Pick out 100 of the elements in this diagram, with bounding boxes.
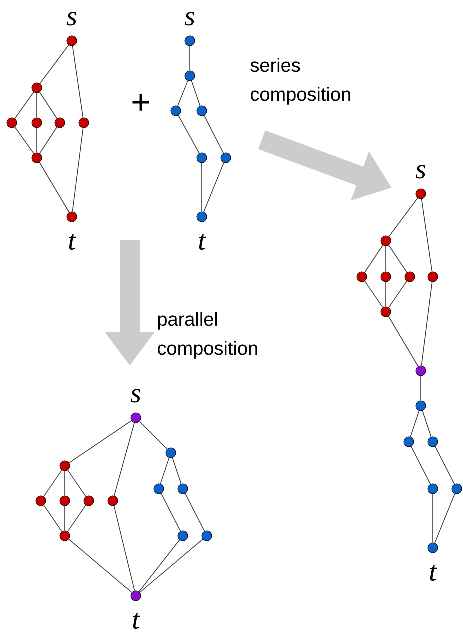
graph-edge — [410, 410, 420, 438]
graph-edge — [36, 92, 38, 118]
graph-edge — [160, 493, 182, 532]
graph-edge — [68, 539, 132, 594]
vertex — [170, 106, 182, 116]
graph-edge — [140, 539, 204, 594]
vertex-label: t — [430, 565, 438, 582]
graph-edge — [39, 162, 70, 213]
graph-edge — [64, 470, 66, 496]
vertex — [178, 530, 188, 542]
vertex — [178, 484, 188, 494]
vertex-label: t — [199, 234, 206, 250]
graph-edge — [184, 493, 206, 532]
graph-edge — [178, 80, 188, 107]
vertex — [78, 118, 90, 128]
vertex — [166, 448, 176, 458]
vertex — [60, 530, 70, 542]
graph-edge — [191, 80, 201, 106]
graph-edge — [435, 446, 456, 485]
vertex — [416, 366, 426, 376]
graph-edge — [388, 244, 408, 274]
vertex — [32, 82, 42, 94]
graph-edge — [160, 458, 170, 484]
graph-edge — [36, 128, 38, 154]
graph-edge — [364, 280, 384, 308]
vertex — [154, 484, 164, 494]
graph-edge — [388, 280, 408, 308]
graph-edge — [39, 127, 58, 154]
vertex — [404, 436, 414, 448]
vertex — [184, 70, 196, 82]
vertex — [380, 236, 392, 246]
graph-edge — [72, 128, 84, 212]
vertex — [202, 530, 212, 542]
vertex-label: t — [69, 234, 76, 250]
vertex — [380, 306, 392, 318]
vertex — [416, 400, 426, 412]
graph-edge — [114, 506, 136, 592]
plus-sign: + — [132, 94, 150, 111]
vertex — [184, 36, 196, 46]
vertex — [54, 118, 66, 128]
vertex — [196, 106, 208, 116]
vertex-label: s — [184, 12, 195, 26]
vertex — [108, 496, 118, 506]
graph-edge — [40, 44, 70, 84]
graph-edge — [64, 506, 66, 532]
vertex — [32, 152, 42, 164]
vertex — [356, 272, 368, 282]
graph-edge — [14, 126, 34, 154]
vertex — [32, 118, 42, 128]
vertex-label: s — [66, 12, 77, 26]
graph-edge — [114, 422, 135, 496]
graph-edge — [178, 115, 200, 154]
graph-edge — [68, 504, 86, 532]
graph-edge — [39, 92, 58, 120]
graph-edge — [204, 162, 224, 213]
vertex — [130, 412, 142, 424]
graph-edge — [434, 493, 456, 544]
graph-edge — [388, 198, 418, 238]
graph-edge — [14, 92, 34, 120]
vertex — [66, 36, 78, 46]
graph-edge — [432, 494, 434, 544]
vertex — [404, 272, 416, 282]
graph-edge — [44, 470, 62, 498]
graph-edge — [388, 316, 419, 367]
vertex — [220, 152, 232, 164]
graph-edge — [44, 504, 62, 532]
vertex — [6, 118, 18, 128]
graph-edge — [204, 115, 224, 154]
vertex-label: s — [130, 389, 141, 403]
vertex — [196, 212, 208, 222]
graph-edge — [422, 410, 432, 438]
caption-text: parallel composition — [158, 312, 258, 359]
vertex — [36, 496, 46, 506]
graph-edge — [421, 282, 433, 366]
graph-edge — [68, 420, 132, 464]
graph-edge — [139, 421, 168, 450]
vertex — [60, 460, 70, 472]
vertex — [428, 272, 438, 282]
vertex — [416, 188, 426, 200]
vertex — [452, 484, 462, 494]
graph-edge — [138, 540, 180, 592]
graph-edge — [364, 244, 384, 274]
vertex-label: t — [133, 613, 140, 630]
graph-edge — [420, 376, 422, 402]
graph-edge — [72, 46, 84, 118]
vertex — [428, 436, 438, 448]
vertex-label: s — [416, 165, 426, 179]
vertex — [428, 542, 438, 554]
vertex — [130, 590, 142, 602]
vertex — [84, 496, 94, 506]
vertex — [66, 212, 78, 222]
vertex — [428, 484, 438, 494]
vertex — [380, 272, 392, 282]
graph-edge — [411, 446, 432, 485]
vertex — [196, 152, 208, 164]
caption-text: series composition — [250, 58, 350, 105]
graph-edge — [68, 470, 86, 498]
graph-edge — [172, 458, 182, 484]
graph-edge — [421, 198, 433, 272]
vertex — [60, 496, 70, 506]
